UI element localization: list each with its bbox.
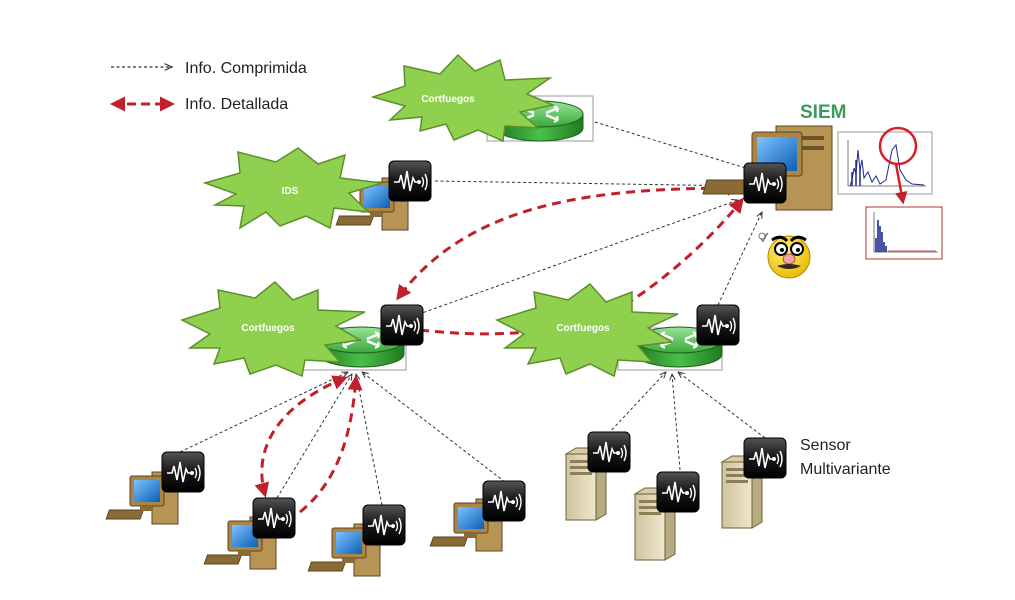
pc-node-4 [429, 480, 526, 552]
legend: Info. Comprimida Info. Detallada [110, 60, 307, 113]
link-srv1-right [607, 372, 666, 435]
link-pc3-left [356, 374, 383, 506]
link-right-firewall-siem [717, 212, 762, 306]
ids-label: IDS [282, 186, 299, 197]
waveform-sensor-icon [252, 497, 296, 539]
starburst-icon [495, 282, 679, 378]
red-siem-left-firewall [396, 180, 743, 301]
firewall-right-label: Cortfuegos [556, 323, 610, 334]
ids-node: IDS [202, 147, 432, 231]
link-pc1-left [179, 372, 348, 453]
starburst-icon [180, 280, 366, 378]
waveform-sensor-icon [743, 162, 787, 204]
sensor-caption: Sensor Multivariante [800, 437, 891, 478]
server-node-2 [634, 471, 700, 561]
waveform-sensor-icon [380, 304, 424, 346]
waveform-sensor-icon [482, 480, 526, 522]
legend-detailed-label: Info. Detallada [185, 96, 288, 113]
waveform-sensor-icon [388, 160, 432, 202]
firewall-right: Cortfuegos [495, 282, 740, 378]
server-node-3 [721, 437, 787, 529]
zoom-circle [878, 126, 918, 166]
siem-node: SIEM [702, 102, 943, 279]
firewall-top-label: Cortfuegos [421, 94, 475, 105]
link-srv3-right [678, 372, 766, 439]
link-ids-siem [434, 180, 742, 186]
waveform-sensor-icon [743, 437, 787, 479]
zoom-chart-icon [865, 206, 943, 260]
pc-node-3 [307, 504, 406, 577]
link-pc4-left [362, 372, 506, 483]
starburst-icon [370, 53, 556, 143]
link-srv2-right [672, 374, 681, 471]
waveform-sensor-icon [362, 504, 406, 546]
link-top-firewall-siem [594, 121, 752, 170]
waveform-sensor-icon [587, 431, 631, 473]
red-pc2-left [299, 375, 363, 514]
pc-node-1 [105, 451, 205, 525]
legend-compressed-label: Info. Comprimida [185, 60, 307, 77]
zoom-arrow [894, 163, 908, 205]
spectrum-chart-icon [837, 131, 933, 195]
server-node-1 [565, 431, 631, 521]
starburst-icon [202, 147, 383, 230]
firewall-top: Cortfuegos [370, 53, 594, 143]
waveform-sensor-icon [161, 451, 205, 493]
red-left-pc2 [254, 375, 348, 498]
waveform-sensor-icon [656, 471, 700, 513]
firewall-left: Cortfuegos [180, 280, 424, 378]
firewall-left-label: Cortfuegos [241, 323, 295, 334]
siem-title: SIEM [800, 102, 846, 123]
sensor-caption-line1: Sensor [800, 437, 851, 454]
disguise-face-icon [758, 232, 811, 279]
waveform-sensor-icon [696, 304, 740, 346]
pc-node-2 [203, 497, 296, 570]
sensor-caption-line2: Multivariante [800, 461, 891, 478]
